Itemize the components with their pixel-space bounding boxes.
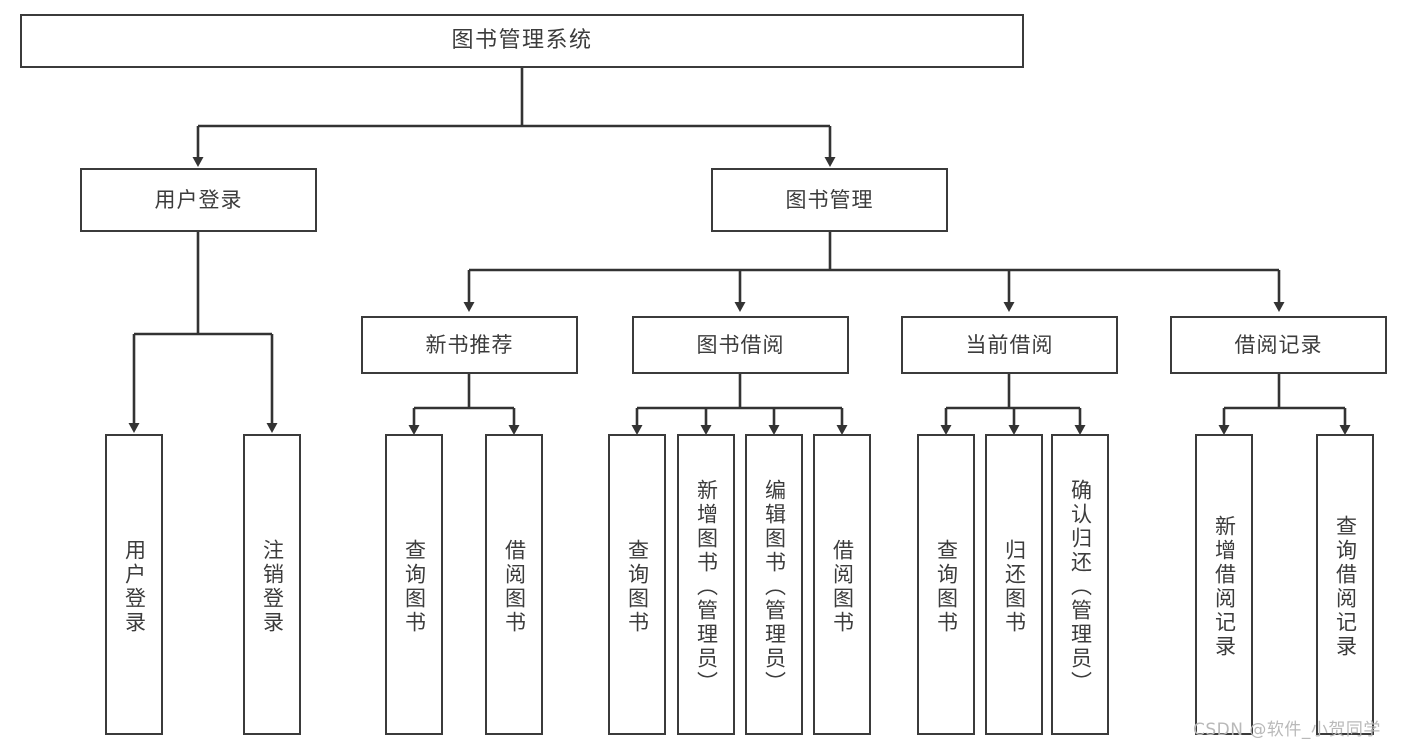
leaf-borrow-edit-book-admin[interactable]: 编辑图书（管理员） [745, 434, 803, 735]
node-label: 图书借阅 [696, 332, 785, 357]
node-label: 查询图书 [934, 538, 959, 635]
leaf-record-add-record[interactable]: 新增借阅记录 [1195, 434, 1253, 735]
node-current-borrow[interactable]: 当前借阅 [901, 316, 1118, 374]
node-label: 注销登录 [260, 538, 285, 635]
leaf-user-login-logout[interactable]: 注销登录 [243, 434, 301, 735]
leaf-current-query-book[interactable]: 查询图书 [917, 434, 975, 735]
node-borrow-record[interactable]: 借阅记录 [1170, 316, 1387, 374]
leaf-recommend-borrow-book[interactable]: 借阅图书 [485, 434, 543, 735]
node-label: 归还图书 [1002, 538, 1027, 635]
node-label: 查询图书 [625, 538, 650, 635]
node-label: 当前借阅 [965, 332, 1054, 357]
node-user-login[interactable]: 用户登录 [80, 168, 317, 232]
watermark-csdn: CSDN @软件_小贺同学 [1193, 720, 1381, 740]
node-label: 借阅图书 [830, 538, 855, 635]
node-label: 图书管理系统 [451, 28, 593, 54]
leaf-borrow-borrow-book[interactable]: 借阅图书 [813, 434, 871, 735]
node-label: 查询图书 [402, 538, 427, 635]
leaf-record-query-record[interactable]: 查询借阅记录 [1316, 434, 1374, 735]
node-new-book-recommend[interactable]: 新书推荐 [361, 316, 578, 374]
leaf-current-confirm-return-admin[interactable]: 确认归还（管理员） [1051, 434, 1109, 735]
node-label: 借阅图书 [502, 538, 527, 635]
node-label: 借阅记录 [1234, 332, 1323, 357]
leaf-recommend-query-book[interactable]: 查询图书 [385, 434, 443, 735]
node-label: 新增借阅记录 [1212, 514, 1237, 659]
leaf-borrow-add-book-admin[interactable]: 新增图书（管理员） [677, 434, 735, 735]
node-label: 新增图书（管理员） [694, 478, 719, 695]
node-label: 用户登录 [154, 187, 243, 212]
node-label: 确认归还（管理员） [1068, 478, 1093, 695]
node-book-management[interactable]: 图书管理 [711, 168, 948, 232]
node-label: 查询借阅记录 [1333, 514, 1358, 659]
node-label: 新书推荐 [425, 332, 514, 357]
node-label: 用户登录 [122, 538, 147, 635]
leaf-user-login-login[interactable]: 用户登录 [105, 434, 163, 735]
node-label: 编辑图书（管理员） [762, 478, 787, 695]
leaf-borrow-query-book[interactable]: 查询图书 [608, 434, 666, 735]
node-label: 图书管理 [785, 187, 874, 212]
leaf-current-return-book[interactable]: 归还图书 [985, 434, 1043, 735]
node-book-borrow[interactable]: 图书借阅 [632, 316, 849, 374]
node-root-system[interactable]: 图书管理系统 [20, 14, 1024, 68]
